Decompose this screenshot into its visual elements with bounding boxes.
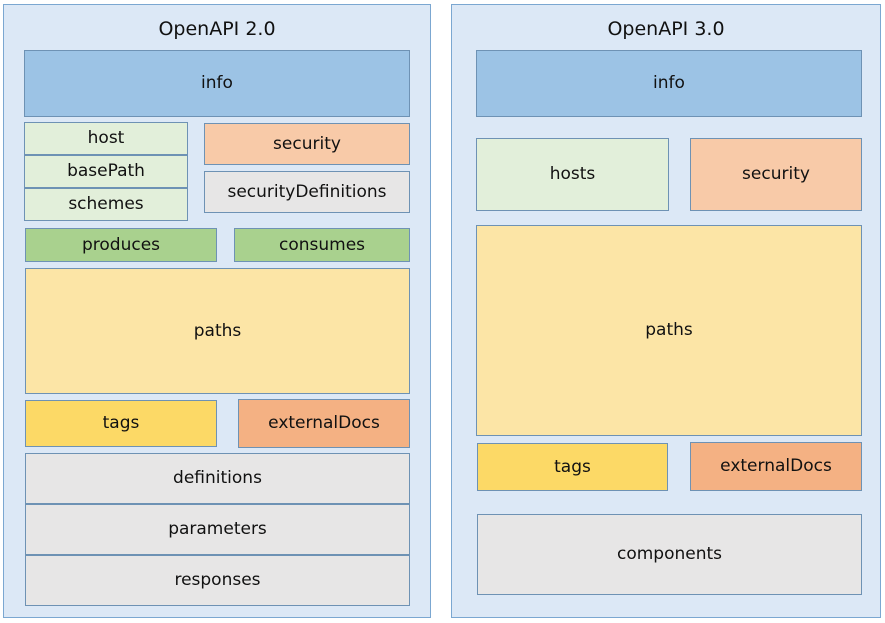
node-definitions: definitions: [25, 453, 410, 504]
node-info: info: [476, 50, 862, 117]
node-externaldocs: externalDocs: [238, 399, 410, 448]
node-tags: tags: [477, 443, 668, 491]
panel-title-openapi-3: OpenAPI 3.0: [607, 18, 725, 40]
node-paths: paths: [25, 268, 410, 394]
node-security: security: [690, 138, 862, 211]
node-components: components: [477, 514, 862, 595]
node-hosts: hosts: [476, 138, 669, 211]
node-externaldocs: externalDocs: [690, 442, 862, 491]
node-produces: produces: [25, 228, 217, 262]
panel-openapi-2: OpenAPI 2.0 info host basePath schemes s…: [3, 4, 431, 618]
node-tags: tags: [25, 400, 217, 447]
node-schemes: schemes: [24, 188, 188, 221]
node-basepath: basePath: [24, 155, 188, 188]
panel-openapi-3: OpenAPI 3.0 info hosts security paths ta…: [451, 4, 881, 618]
node-security: security: [204, 123, 410, 165]
node-securitydefinitions: securityDefinitions: [204, 171, 410, 213]
node-paths: paths: [476, 225, 862, 436]
node-info: info: [24, 50, 410, 117]
node-consumes: consumes: [234, 228, 410, 262]
node-parameters: parameters: [25, 504, 410, 555]
node-responses: responses: [25, 555, 410, 606]
node-host: host: [24, 122, 188, 155]
panel-title-openapi-2: OpenAPI 2.0: [158, 18, 276, 40]
